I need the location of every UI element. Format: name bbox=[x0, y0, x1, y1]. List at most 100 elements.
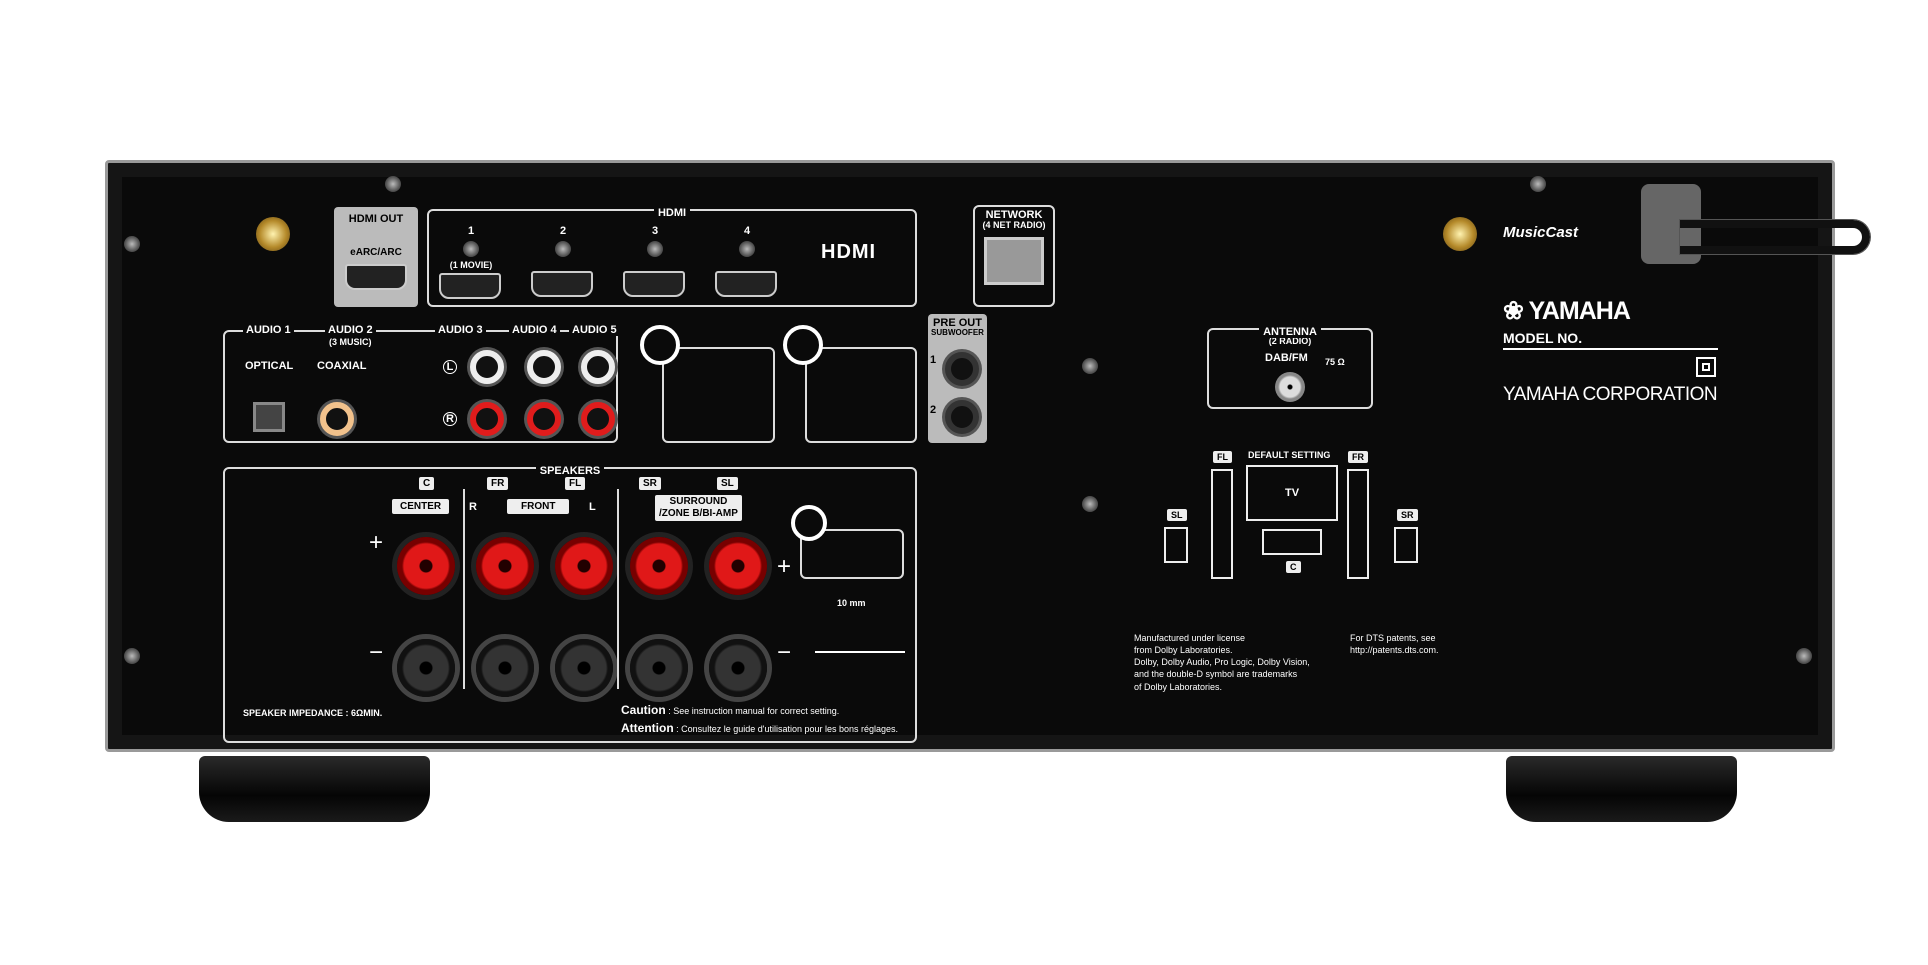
c-tag: C bbox=[419, 477, 435, 490]
audio3-left-jack[interactable] bbox=[470, 350, 504, 384]
legal-line: and the double-D symbol are trademarks bbox=[1134, 669, 1298, 680]
screw bbox=[385, 176, 401, 192]
optical-port[interactable] bbox=[253, 402, 285, 432]
attention-message: : Consultez le guide d'utilisation pour … bbox=[676, 724, 899, 734]
coaxial-port[interactable] bbox=[320, 402, 354, 436]
fl-minus-terminal[interactable] bbox=[555, 639, 613, 697]
hdmi-out-section: HDMI OUT eARC/ARC bbox=[334, 207, 418, 307]
subwoofer2-jack[interactable] bbox=[945, 400, 979, 434]
fr-plus-terminal[interactable] bbox=[476, 537, 534, 595]
tv-label: TV bbox=[1284, 486, 1300, 499]
audio4-label: AUDIO 4 bbox=[509, 324, 560, 337]
legal-line: Manufactured under license bbox=[1134, 633, 1246, 643]
audio4-right-jack[interactable] bbox=[527, 402, 561, 436]
antenna-label: ANTENNA bbox=[1259, 326, 1321, 338]
screw bbox=[1796, 648, 1812, 664]
coaxial-label: COAXIAL bbox=[317, 360, 367, 372]
front-left-speaker-icon bbox=[1211, 469, 1233, 579]
pre-out-section: PRE OUT SUBWOOFER 1 2 bbox=[928, 314, 987, 443]
hdmi-in-port[interactable] bbox=[623, 271, 685, 298]
caution-text: Caution : See instruction manual for cor… bbox=[621, 703, 839, 717]
power-cord bbox=[1680, 220, 1870, 254]
fm-antenna-connector[interactable] bbox=[1275, 372, 1305, 402]
audio3-right-jack[interactable] bbox=[470, 402, 504, 436]
hdmi-in-2: 2 bbox=[531, 225, 595, 299]
minus-label: − bbox=[777, 639, 792, 666]
legal-line: For DTS patents, see bbox=[1350, 633, 1436, 643]
fl-tag: FL bbox=[565, 477, 586, 490]
fl-plus-terminal[interactable] bbox=[555, 537, 613, 595]
antenna-section: ANTENNA (2 RADIO) DAB/FM 75 Ω bbox=[1207, 326, 1373, 409]
hdmi-in-1: 1(1 MOVIE) bbox=[439, 225, 503, 299]
network-label: NETWORK bbox=[985, 209, 1043, 221]
port-number: 2 bbox=[559, 225, 567, 237]
sl-minus-terminal[interactable] bbox=[709, 639, 767, 697]
hdmi-section-label: HDMI bbox=[653, 207, 691, 219]
audio4-left-jack[interactable] bbox=[527, 350, 561, 384]
fl-tag: FL bbox=[1213, 451, 1232, 463]
sr-minus-terminal[interactable] bbox=[630, 639, 688, 697]
screw bbox=[124, 236, 140, 252]
port-number: 3 bbox=[651, 225, 659, 237]
antenna-sub: (2 RADIO) bbox=[1268, 336, 1312, 346]
speakers-label: SPEAKERS bbox=[535, 465, 605, 477]
dab-fm-label: DAB/FM bbox=[1265, 352, 1308, 364]
speaker-layout-diagram: DEFAULT SETTING TV FL FR SL SR C bbox=[1162, 449, 1420, 590]
hdmi-in-3: 3 bbox=[623, 225, 687, 299]
center-plus-terminal[interactable] bbox=[397, 537, 455, 595]
hdmi-out-port[interactable] bbox=[345, 264, 407, 291]
hdmi-in-port[interactable] bbox=[531, 271, 593, 298]
audio1-label: AUDIO 1 bbox=[243, 324, 294, 337]
wireless-antenna-connector[interactable] bbox=[256, 217, 290, 251]
caution-label: Caution bbox=[621, 703, 666, 717]
hdmi-logo: HDMI bbox=[821, 241, 877, 263]
attention-label: Attention bbox=[621, 721, 674, 735]
zone-b-text: /ZONE B/BI-AMP bbox=[659, 508, 738, 519]
foot-right bbox=[1506, 756, 1737, 822]
c-tag: C bbox=[1286, 561, 1301, 573]
stripped-wire-warning bbox=[800, 529, 904, 579]
tv-icon: TV bbox=[1246, 465, 1338, 521]
surround-left-speaker-icon bbox=[1164, 527, 1188, 563]
center-tag: CENTER bbox=[392, 499, 450, 514]
fr-tag: FR bbox=[487, 477, 509, 490]
screw bbox=[1530, 176, 1546, 192]
sr-plus-terminal[interactable] bbox=[630, 537, 688, 595]
legal-line: from Dolby Laboratories. bbox=[1134, 645, 1233, 656]
left-channel-label: L bbox=[443, 360, 457, 375]
surround-tag: SURROUND/ZONE B/BI-AMP bbox=[655, 495, 742, 521]
sl-plus-terminal[interactable] bbox=[709, 537, 767, 595]
right-label: R bbox=[469, 501, 477, 513]
dolby-notice: Manufactured under license from Dolby La… bbox=[1134, 632, 1310, 693]
screw bbox=[1082, 496, 1098, 512]
sl-tag: SL bbox=[717, 477, 738, 490]
legal-line: Dolby, Dolby Audio, Pro Logic, Dolby Vis… bbox=[1134, 657, 1310, 668]
speakers-section: SPEAKERS C CENTER FR FL R FRONT L SR SL … bbox=[223, 465, 917, 743]
screw bbox=[1082, 358, 1098, 374]
subwoofer1-jack[interactable] bbox=[945, 352, 979, 386]
hdmi-in-port[interactable] bbox=[439, 272, 501, 299]
warning-illustration bbox=[662, 347, 775, 443]
audio5-left-jack[interactable] bbox=[581, 350, 615, 384]
network-sub: (4 NET RADIO) bbox=[982, 220, 1046, 231]
dts-notice: For DTS patents, see http://patents.dts.… bbox=[1350, 632, 1439, 656]
surround-text: SURROUND bbox=[669, 496, 728, 507]
attention-text: Attention : Consultez le guide d'utilisa… bbox=[621, 721, 898, 735]
legal-line: of Dolby Laboratories. bbox=[1134, 681, 1223, 692]
musiccast-logo: MusicCast bbox=[1503, 224, 1579, 241]
audio5-right-jack[interactable] bbox=[581, 402, 615, 436]
hdmi-in-port[interactable] bbox=[715, 271, 777, 298]
fr-minus-terminal[interactable] bbox=[476, 639, 534, 697]
strip-length-label: 10 mm bbox=[837, 598, 866, 608]
yamaha-logo: ❀ YAMAHA bbox=[1503, 297, 1631, 325]
pre-out-label: PRE OUT bbox=[933, 317, 982, 329]
plus-label: + bbox=[777, 553, 792, 580]
model-number-label: MODEL NO. bbox=[1503, 330, 1718, 350]
right-channel-label: R bbox=[443, 412, 457, 427]
center-minus-terminal[interactable] bbox=[397, 639, 455, 697]
fr-tag: FR bbox=[1348, 451, 1368, 463]
wireless-antenna-connector[interactable] bbox=[1443, 217, 1477, 251]
prohibited-icon bbox=[640, 325, 680, 365]
ruler-icon bbox=[815, 645, 905, 653]
ethernet-port[interactable] bbox=[984, 236, 1044, 285]
